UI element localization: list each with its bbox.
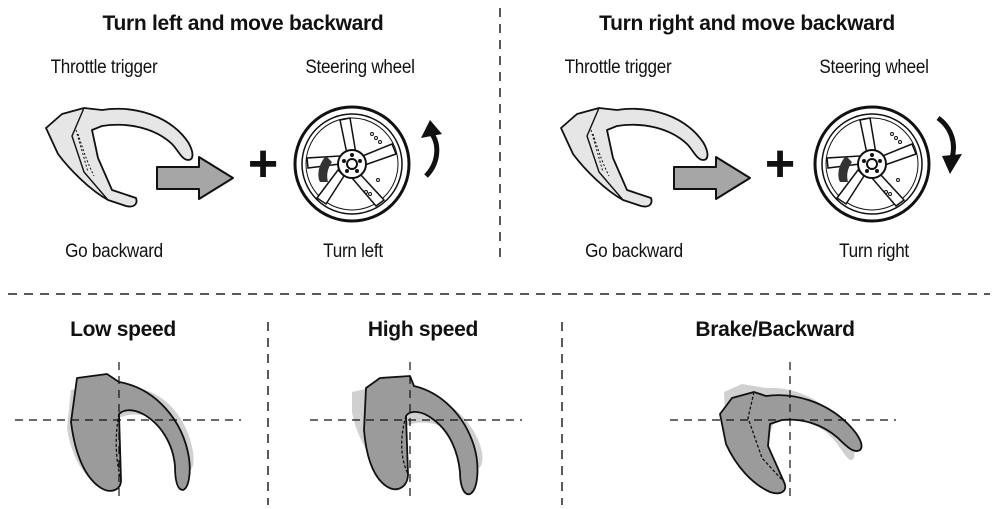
panel-title-left: Turn left and move backward	[102, 12, 384, 35]
arrow-right-icon	[673, 156, 751, 200]
state-title-high-speed: High speed	[367, 318, 479, 341]
throttle-trigger-label-left: Throttle trigger	[50, 57, 158, 78]
state-title-low-speed: Low speed	[70, 318, 176, 341]
arrow-right-icon	[156, 156, 234, 200]
throttle-trigger-icon	[15, 362, 241, 498]
turn-right-caption: Turn right	[839, 241, 909, 262]
plus-sign-left: +	[247, 135, 279, 193]
turn-left-caption: Turn left	[323, 241, 383, 262]
throttle-trigger-icon	[310, 362, 522, 498]
go-backward-caption-left: Go backward	[65, 241, 163, 262]
plus-sign-right: +	[764, 135, 796, 193]
rotate-cw-icon	[936, 115, 962, 174]
throttle-trigger-label-right: Throttle trigger	[564, 57, 672, 78]
state-title-brake-backward: Brake/Backward	[695, 318, 855, 341]
steering-wheel-icon	[813, 105, 931, 223]
steering-wheel-icon	[293, 105, 411, 223]
go-backward-caption-right: Go backward	[585, 241, 683, 262]
throttle-trigger-icon	[560, 107, 709, 208]
rotate-ccw-icon	[421, 120, 442, 178]
steering-wheel-label-right: Steering wheel	[819, 57, 929, 78]
throttle-trigger-icon	[670, 362, 896, 498]
panel-title-right: Turn right and move backward	[599, 12, 895, 35]
steering-wheel-label-left: Steering wheel	[305, 57, 415, 78]
throttle-trigger-icon	[45, 107, 194, 208]
